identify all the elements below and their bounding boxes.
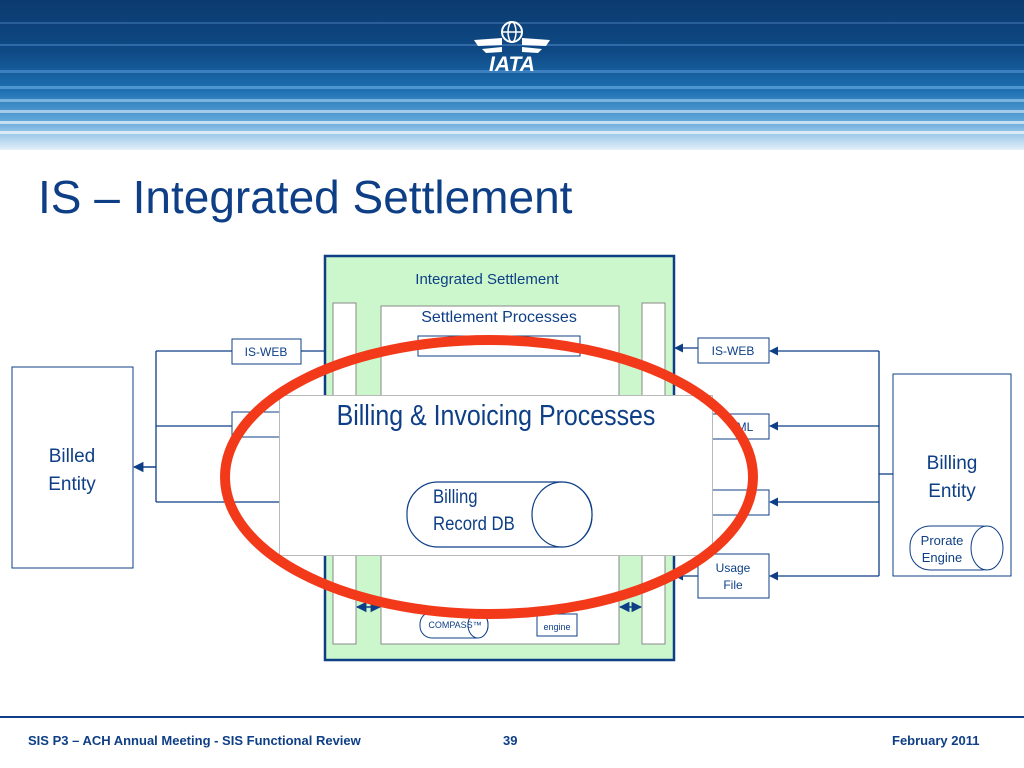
billing-record-db-cap	[531, 481, 593, 548]
iata-wordmark: IATA	[489, 53, 535, 76]
footer-meeting: SIS P3 – ACH Annual Meeting - SIS Functi…	[28, 733, 361, 748]
billing-entity-line1: Billing	[927, 453, 978, 474]
footer-date: February 2011	[892, 733, 980, 748]
billing-record-db-line2: Record DB	[433, 514, 515, 535]
logo-text: IATA	[489, 53, 535, 76]
billed-entity-line1: Billed	[49, 446, 95, 467]
header-banner: IATA	[0, 0, 1024, 150]
iata-logo	[474, 21, 550, 53]
integrated-settlement-label: Integrated Settlement	[415, 271, 559, 288]
settlement-processes-label: Settlement Processes	[421, 309, 577, 326]
prorate-engine-cap	[970, 525, 1004, 571]
page-title: IS – Integrated Settlement	[38, 171, 573, 223]
prorate-label-2: Engine	[922, 550, 962, 565]
billing-entity-line2: Entity	[928, 481, 976, 502]
footer-page-number: 39	[503, 733, 518, 748]
prorate-label-1: Prorate	[921, 533, 964, 548]
billing-record-db-line1: Billing	[433, 487, 478, 508]
billed-entity-line2: Entity	[48, 474, 96, 495]
billed-entity-box	[11, 366, 134, 569]
engine-label: engine	[543, 622, 570, 632]
footer-divider	[0, 716, 1024, 718]
compass-label: COMPASS™	[428, 620, 481, 630]
